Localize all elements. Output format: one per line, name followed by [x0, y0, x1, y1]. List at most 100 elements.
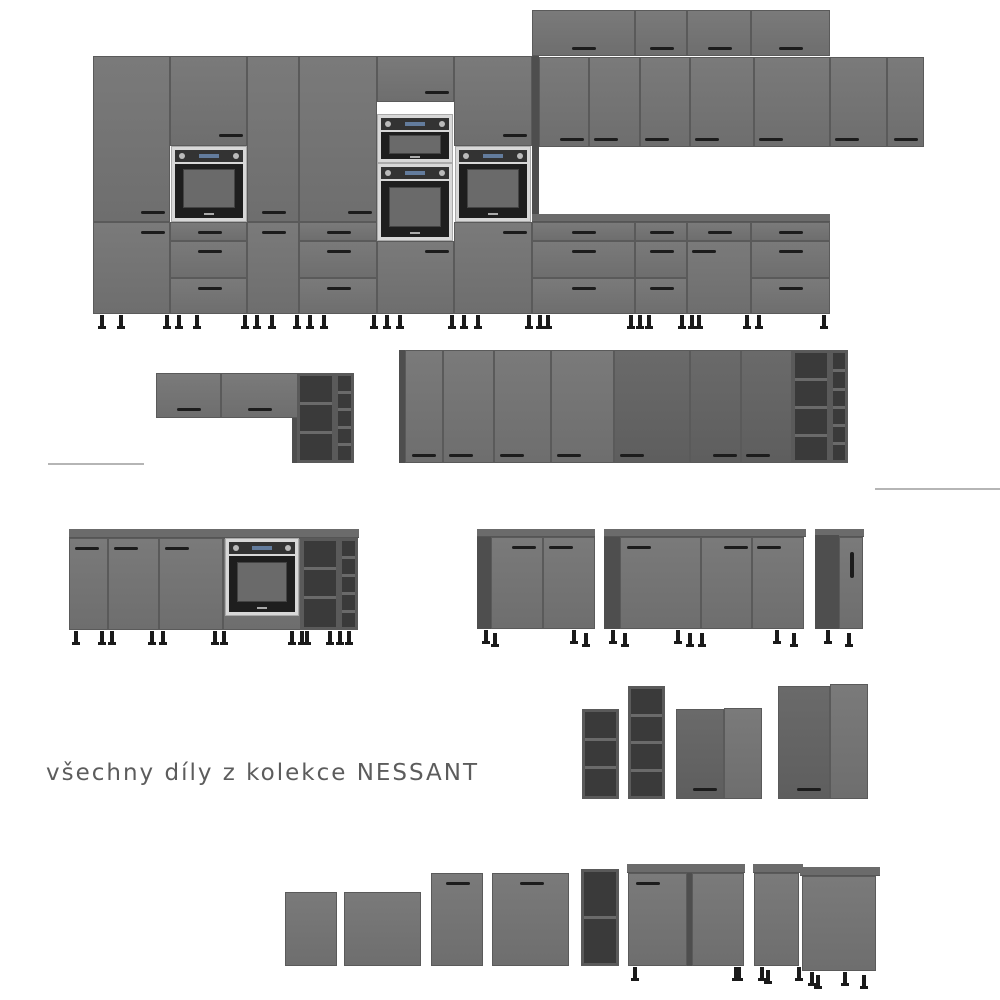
corner-wall-large-door — [778, 686, 830, 799]
long-row-side-panel — [399, 350, 405, 463]
corner-base-2-top-front — [800, 867, 880, 876]
base-door-cabinet — [687, 241, 751, 314]
base-row-countertop — [69, 529, 359, 538]
base-double-1-top — [477, 529, 595, 537]
long-wall-door-3 — [494, 350, 551, 463]
shelf-side-panel — [292, 418, 298, 463]
wall-top-cabinet-3 — [687, 10, 751, 56]
corner-base-1-top — [627, 864, 745, 873]
wall-cabinet-short-2 — [221, 373, 298, 418]
oven-1 — [171, 146, 247, 222]
oven-3 — [455, 146, 531, 222]
open-shelf-unit-narrow — [335, 373, 354, 463]
corner-open-shelf — [581, 869, 619, 966]
corner-wall-large-side — [830, 684, 868, 799]
long-wall-door-5 — [614, 350, 690, 463]
base-row-shelf-narrow — [339, 538, 358, 630]
base-row-oven — [225, 538, 299, 616]
corner-base-2-front — [802, 876, 876, 971]
wall-cabinet-5 — [754, 57, 830, 147]
tall-cabinet-1-upper — [93, 56, 170, 222]
base-drawer-1-top — [532, 222, 635, 241]
wall-cabinet-side-panel — [532, 56, 539, 216]
base-drawer-1-bottom — [532, 278, 635, 314]
tall-cabinet-3-lower — [247, 222, 299, 314]
oven-microwave-combo — [377, 114, 453, 163]
base-door-top-drawer — [687, 222, 751, 241]
base-triple-door-2 — [701, 537, 752, 629]
base-double-1-side — [477, 529, 491, 629]
long-row-shelf-wide — [792, 350, 830, 463]
corner-wall-small-side — [724, 708, 762, 799]
narrow-end-side — [815, 535, 839, 629]
tall-cabinet-6-upper — [454, 56, 532, 146]
narrow-end-door — [839, 537, 863, 629]
base-row-door-2 — [108, 538, 159, 630]
tall-cabinet-5-lower — [377, 241, 454, 314]
tall-cabinet-2-upper — [170, 56, 247, 146]
wall-cabinet-3 — [640, 57, 690, 147]
divider-line-right — [875, 488, 1000, 490]
tall-cabinet-6-lower — [454, 222, 532, 314]
drawer-unit-1-top — [170, 222, 247, 241]
base-row-door-1 — [69, 538, 108, 630]
base-triple-top — [604, 529, 806, 537]
door-front-2 — [344, 892, 421, 966]
drawer-unit-1-mid — [170, 241, 247, 278]
wall-cabinet-1 — [539, 57, 589, 147]
wall-top-cabinet-1 — [532, 10, 635, 56]
base-drawer-3-bottom — [751, 278, 830, 314]
long-wall-door-2 — [443, 350, 494, 463]
base-triple-side — [604, 529, 620, 629]
wall-cabinet-4 — [690, 57, 754, 147]
base-row-shelf-wide — [301, 538, 339, 630]
long-wall-door-6 — [690, 350, 741, 463]
wall-cabinet-6 — [830, 57, 887, 147]
wall-cabinet-7 — [887, 57, 924, 147]
door-front-4 — [492, 873, 569, 966]
tall-cabinet-1-lower — [93, 222, 170, 314]
corner-base-2-top-back — [753, 864, 803, 873]
tall-cabinet-5-upper — [377, 56, 454, 102]
wall-cabinet-short-1 — [156, 373, 221, 418]
wall-top-cabinet-2 — [635, 10, 687, 56]
long-row-shelf-narrow — [830, 350, 848, 463]
door-front-3 — [431, 873, 483, 966]
oven-2 — [377, 163, 453, 241]
long-wall-door-1 — [405, 350, 443, 463]
base-drawer-2-bottom — [635, 278, 687, 314]
open-shelf-tall — [628, 686, 665, 799]
narrow-end-top — [815, 529, 864, 537]
base-drawer-1-mid — [532, 241, 635, 278]
tall-cabinet-4-upper — [299, 56, 377, 222]
countertop — [532, 214, 830, 222]
drawer-unit-2-mid — [299, 241, 377, 278]
tall-cabinet-3-upper — [247, 56, 299, 222]
corner-base-1-door-right — [692, 873, 744, 966]
drawer-unit-2-bottom — [299, 278, 377, 314]
divider-line-left — [48, 463, 144, 465]
base-row-door-3 — [159, 538, 223, 630]
base-triple-door-1 — [620, 537, 701, 629]
base-drawer-3-mid — [751, 241, 830, 278]
base-triple-door-3 — [752, 537, 804, 629]
base-drawer-2-mid — [635, 241, 687, 278]
corner-base-1-door-left — [628, 873, 687, 966]
corner-base-1-gap — [687, 873, 692, 966]
collection-caption: všechny díly z kolekce NESSANT — [46, 760, 480, 786]
corner-wall-small-door — [676, 709, 724, 799]
drawer-unit-2-top — [299, 222, 377, 241]
base-double-1-door-right — [543, 537, 595, 629]
base-drawer-2-top — [635, 222, 687, 241]
open-shelf-unit-wide — [297, 373, 335, 463]
door-front-1 — [285, 892, 337, 966]
long-wall-door-4 — [551, 350, 614, 463]
base-double-1-door-left — [491, 537, 543, 629]
base-drawer-3-top — [751, 222, 830, 241]
long-wall-door-7 — [741, 350, 792, 463]
wall-top-cabinet-4 — [751, 10, 830, 56]
open-shelf-short — [582, 709, 619, 799]
drawer-unit-1-bottom — [170, 278, 247, 314]
corner-base-2-left — [754, 873, 799, 966]
wall-cabinet-2 — [589, 57, 640, 147]
